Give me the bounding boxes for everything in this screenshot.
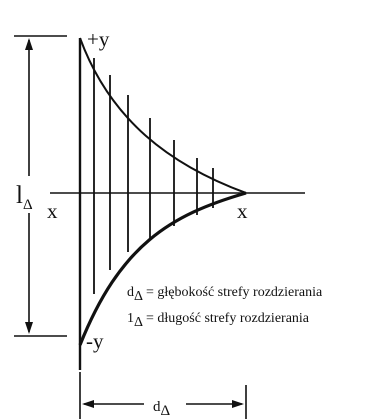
arrowhead-down [25, 322, 33, 334]
legend-depth-delta: Δ [134, 289, 143, 304]
legend-depth-symbol: d [127, 285, 134, 300]
minus-y-label: -y [86, 329, 104, 353]
x-left-label: x [47, 199, 58, 223]
arrowhead-right [232, 400, 244, 408]
lower-boundary-curve [78, 191, 247, 346]
x-right-label: x [237, 199, 248, 223]
legend-line-length: 1Δ= długość strefy rozdzierania [127, 311, 310, 330]
length-dimension [14, 35, 67, 337]
length-delta: Δ [23, 197, 33, 213]
legend-depth-text: = głębokość strefy rozdzierania [146, 285, 323, 300]
legend-length-text: = długość strefy rozdzierania [146, 311, 310, 326]
depth-symbol: d [153, 399, 161, 415]
length-symbol: l [16, 182, 23, 209]
length-label: lΔ [16, 182, 33, 213]
legend-length-symbol: 1 [127, 311, 134, 326]
depth-label: dΔ [153, 399, 171, 419]
arrowhead-up [25, 38, 33, 50]
depth-dimension [79, 372, 247, 419]
plus-y-label: +y [87, 27, 110, 51]
upper-boundary-curve [79, 37, 247, 194]
legend-length-delta: Δ [134, 315, 143, 330]
legend-line-depth: dΔ= głębokość strefy rozdzierania [127, 285, 323, 304]
arrowhead-left [82, 400, 94, 408]
depth-delta: Δ [161, 403, 171, 419]
hatch-lines [93, 58, 214, 294]
